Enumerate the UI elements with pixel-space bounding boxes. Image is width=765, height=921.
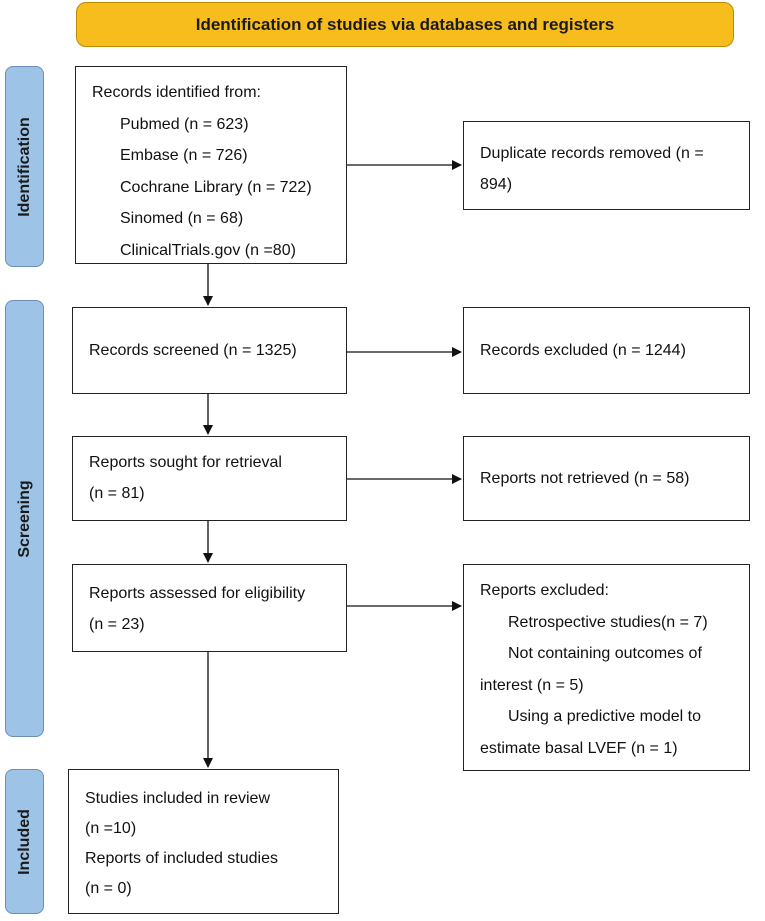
source-cochrane: Cochrane Library (n = 722) — [120, 178, 312, 196]
reports-excluded-title: Reports excluded: — [480, 582, 609, 599]
phase-included: Included — [5, 769, 44, 914]
reports-excluded-box: Reports excluded: Retrospective studies(… — [463, 564, 750, 771]
reports-sought-box: Reports sought for retrieval (n = 81) — [72, 436, 347, 521]
diagram-header: Identification of studies via databases … — [76, 2, 734, 47]
source-pubmed: Pubmed (n = 623) — [120, 115, 249, 133]
reports-not-retrieved-box: Reports not retrieved (n = 58) — [463, 436, 750, 521]
source-sinomed: Sinomed (n = 68) — [120, 210, 244, 227]
records-excluded-box: Records excluded (n = 1244) — [463, 307, 750, 394]
studies-included-box: Studies included in review (n =10) Repor… — [68, 769, 339, 914]
reports-assessed-box: Reports assessed for eligibility (n = 23… — [72, 564, 347, 652]
source-clinicaltrials: ClinicalTrials.gov (n =80) — [120, 241, 296, 259]
records-identified-title: Records identified from: — [92, 84, 261, 101]
records-screened-box: Records screened (n = 1325) — [72, 307, 347, 394]
records-identified-box: Records identified from: Pubmed (n = 623… — [75, 66, 347, 264]
source-embase: Embase (n = 726) — [120, 147, 248, 164]
phase-identification: Identification — [5, 66, 44, 267]
duplicates-removed-box: Duplicate records removed (n = 894) — [463, 121, 750, 210]
phase-screening: Screening — [5, 300, 44, 737]
